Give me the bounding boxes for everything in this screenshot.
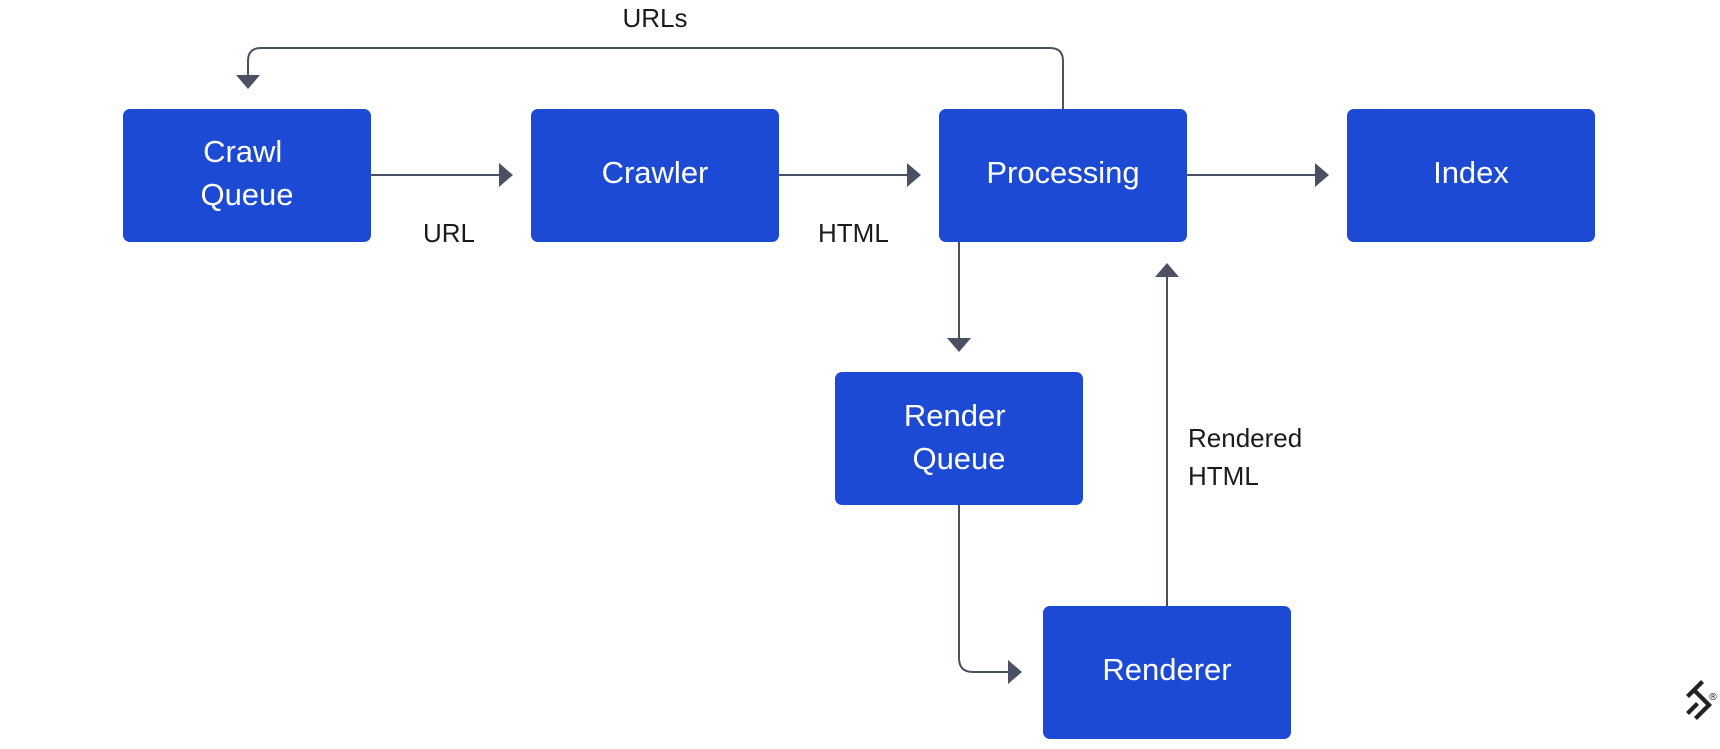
- node-renderer-label: Renderer: [1102, 652, 1231, 687]
- edges: URLs URL HTML: [236, 3, 1329, 684]
- arrow-right-icon: [907, 163, 921, 187]
- edge-label-html: HTML: [818, 218, 889, 248]
- node-index-label: Index: [1433, 155, 1509, 190]
- edge-renderer-to-processing: Rendered HTML: [1155, 263, 1309, 606]
- node-crawler: Crawler: [531, 109, 779, 242]
- edge-label-rendered-html-line2: HTML: [1188, 461, 1259, 491]
- edge-label-urls: URLs: [622, 3, 687, 33]
- node-render-queue-line2: Queue: [912, 441, 1005, 476]
- edge-crawler-to-processing: HTML: [779, 163, 921, 248]
- edge-crawl-queue-to-crawler: URL: [371, 163, 513, 248]
- edge-label-rendered-html-line1: Rendered: [1188, 423, 1302, 453]
- arrow-down-icon: [947, 338, 971, 352]
- node-crawler-label: Crawler: [602, 155, 709, 190]
- nodes: Crawl Queue Crawler Processing Index Ren…: [123, 109, 1595, 739]
- node-processing-label: Processing: [986, 155, 1139, 190]
- edge-label-url: URL: [423, 218, 475, 248]
- arrow-right-icon: [1008, 660, 1022, 684]
- node-crawl-queue: Crawl Queue: [123, 109, 371, 242]
- node-index: Index: [1347, 109, 1595, 242]
- svg-text:Render Queue: Render Queue: [904, 398, 1014, 476]
- registered-mark: ®: [1708, 692, 1718, 703]
- toptal-logo-icon: ®: [1686, 680, 1718, 720]
- edge-label-rendered-html: Rendered HTML: [1188, 423, 1309, 491]
- edge-processing-to-render-queue: [947, 242, 971, 352]
- edge-urls-feedback: URLs: [236, 3, 1064, 109]
- arrow-right-icon: [499, 163, 513, 187]
- edge-render-queue-to-renderer: [958, 505, 1022, 684]
- node-crawl-queue-line2: Queue: [200, 177, 293, 212]
- node-processing: Processing: [939, 109, 1187, 242]
- edge-processing-to-index: [1187, 163, 1329, 187]
- arrow-down-icon: [236, 75, 260, 89]
- node-render-queue-line1: Render: [904, 398, 1006, 433]
- svg-text:Crawl Queue: Crawl Queue: [200, 134, 293, 212]
- node-renderer: Renderer: [1043, 606, 1291, 739]
- node-crawl-queue-line1: Crawl: [203, 134, 282, 169]
- arrow-right-icon: [1315, 163, 1329, 187]
- node-render-queue: Render Queue: [835, 372, 1083, 505]
- arrow-up-icon: [1155, 263, 1179, 277]
